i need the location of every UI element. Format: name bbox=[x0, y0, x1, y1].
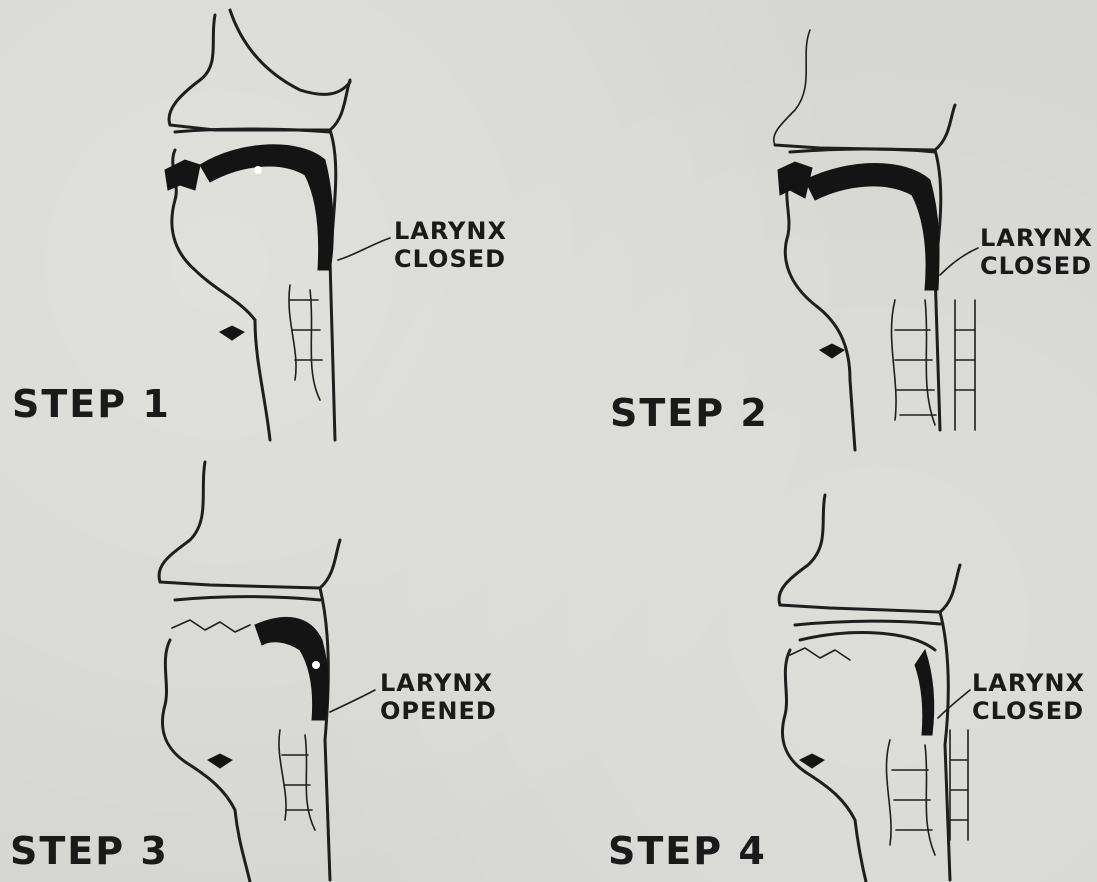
step-1-label: STEP 1 bbox=[12, 383, 171, 427]
larynx-label-line1: LARYNX bbox=[394, 218, 507, 246]
larynx-label-step-4: LARYNX CLOSED bbox=[972, 670, 1085, 725]
oral-cavity-shading bbox=[200, 145, 333, 270]
panel-4-head-profile bbox=[779, 495, 970, 882]
step-4-label: STEP 4 bbox=[608, 830, 767, 874]
oral-cavity-shading-2 bbox=[805, 164, 939, 291]
step-2-label: STEP 2 bbox=[610, 392, 769, 436]
larynx-label-line1: LARYNX bbox=[972, 670, 1085, 698]
panel-2-head-profile bbox=[774, 30, 978, 450]
larynx-label-line1: LARYNX bbox=[980, 225, 1093, 253]
panel-3-head-profile bbox=[159, 462, 375, 882]
larynx-state-label: CLOSED bbox=[980, 253, 1093, 281]
larynx-label-line1: LARYNX bbox=[380, 670, 497, 698]
larynx-label-step-2: LARYNX CLOSED bbox=[980, 225, 1093, 280]
oral-cavity-shading-4 bbox=[915, 650, 934, 735]
panel-1-head-profile bbox=[165, 10, 390, 440]
larynx-state-label: CLOSED bbox=[972, 698, 1085, 726]
larynx-label-step-3: LARYNX OPENED bbox=[380, 670, 497, 725]
larynx-state-label: CLOSED bbox=[394, 246, 507, 274]
step-3-label: STEP 3 bbox=[10, 830, 169, 874]
larynx-label-step-1: LARYNX CLOSED bbox=[394, 218, 507, 273]
larynx-state-label: OPENED bbox=[380, 698, 497, 726]
